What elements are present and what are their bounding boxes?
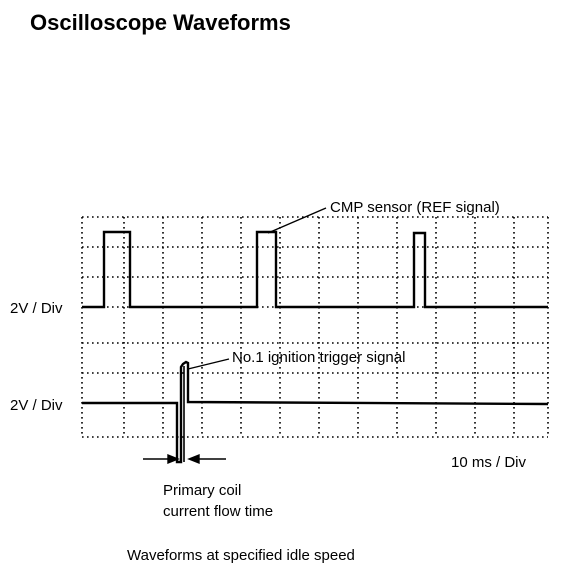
figure-caption: Waveforms at specified idle speed	[127, 547, 355, 564]
ignition-leader-line	[187, 358, 230, 370]
cmp-signal-label: CMP sensor (REF signal)	[330, 199, 500, 216]
right-pointing-arrowhead-icon	[167, 453, 180, 465]
cmp-waveform	[82, 230, 548, 309]
time-scale-label: 10 ms / Div	[451, 454, 527, 471]
page-title: Oscilloscope Waveforms	[30, 10, 291, 35]
bottom-scale-label: 2V / Div	[10, 397, 63, 414]
primary-coil-label-line1: Primary coil	[163, 482, 241, 499]
primary-coil-label-line2: current flow time	[163, 503, 273, 520]
ignition-signal-label: No.1 ignition trigger signal	[232, 349, 405, 366]
scope-grid	[81, 216, 549, 438]
ignition-waveform	[82, 360, 549, 464]
top-scale-label: 2V / Div	[10, 300, 63, 317]
dimension-arrows	[143, 453, 226, 465]
cmp-leader-line	[267, 207, 327, 234]
left-pointing-arrowhead-icon	[187, 453, 200, 465]
